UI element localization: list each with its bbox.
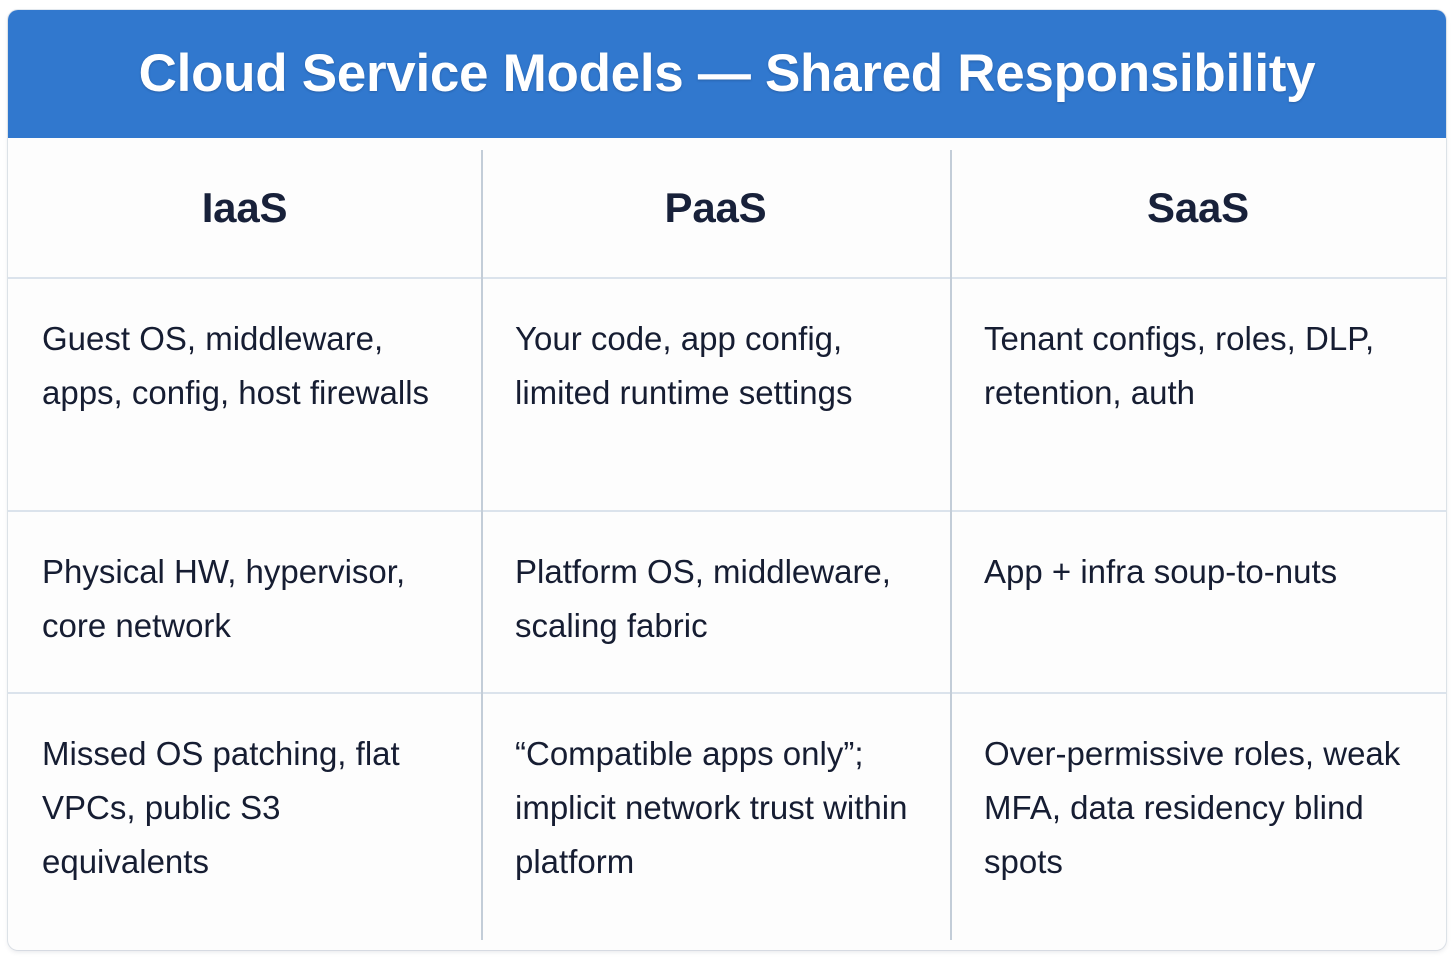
table-body: Guest OS, middleware, apps, config, host… <box>8 278 1446 948</box>
cell-text: Over-permissive roles, weak MFA, data re… <box>984 735 1410 881</box>
cell-text: “Compatible apps only”; implicit network… <box>515 735 917 881</box>
table-cell: Your code, app config, limited runtime s… <box>481 278 950 511</box>
row-divider <box>8 510 1446 512</box>
table-row: Missed OS patching, flat VPCs, public S3… <box>8 693 1446 948</box>
comparison-table: IaaS PaaS SaaS Guest OS, middleware, app… <box>8 138 1446 950</box>
table-cell: App + infra soup-to-nuts <box>950 511 1446 693</box>
column-header-label: IaaS <box>201 184 288 231</box>
table-cell: “Compatible apps only”; implicit network… <box>481 693 950 948</box>
column-header-saas: SaaS <box>950 138 1446 278</box>
table-cell: Platform OS, middleware, scaling fabric <box>481 511 950 693</box>
table-row: Physical HW, hypervisor, core network Pl… <box>8 511 1446 693</box>
cell-text: App + infra soup-to-nuts <box>984 553 1338 590</box>
title-bar: Cloud Service Models — Shared Responsibi… <box>8 10 1446 138</box>
cell-text: Missed OS patching, flat VPCs, public S3… <box>42 735 409 881</box>
header-divider <box>8 277 1446 279</box>
table-header-row: IaaS PaaS SaaS <box>8 138 1446 278</box>
cell-text: Your code, app config, limited runtime s… <box>515 320 853 412</box>
table-cell: Missed OS patching, flat VPCs, public S3… <box>8 693 481 948</box>
column-divider <box>950 150 952 940</box>
table-cell: Physical HW, hypervisor, core network <box>8 511 481 693</box>
table-cell: Tenant configs, roles, DLP, retention, a… <box>950 278 1446 511</box>
table-cell: Guest OS, middleware, apps, config, host… <box>8 278 481 511</box>
column-header-label: PaaS <box>664 184 767 231</box>
row-divider <box>8 692 1446 694</box>
table-cell: Over-permissive roles, weak MFA, data re… <box>950 693 1446 948</box>
column-header-label: SaaS <box>1147 184 1249 231</box>
cell-text: Physical HW, hypervisor, core network <box>42 553 415 645</box>
cell-text: Tenant configs, roles, DLP, retention, a… <box>984 320 1384 412</box>
column-header-iaas: IaaS <box>8 138 481 278</box>
cell-text: Guest OS, middleware, apps, config, host… <box>42 320 430 412</box>
column-header-paas: PaaS <box>481 138 950 278</box>
page-title: Cloud Service Models — Shared Responsibi… <box>138 44 1316 104</box>
table-row: Guest OS, middleware, apps, config, host… <box>8 278 1446 511</box>
comparison-card: Cloud Service Models — Shared Responsibi… <box>8 10 1446 950</box>
cell-text: Platform OS, middleware, scaling fabric <box>515 553 910 645</box>
column-divider <box>481 150 483 940</box>
